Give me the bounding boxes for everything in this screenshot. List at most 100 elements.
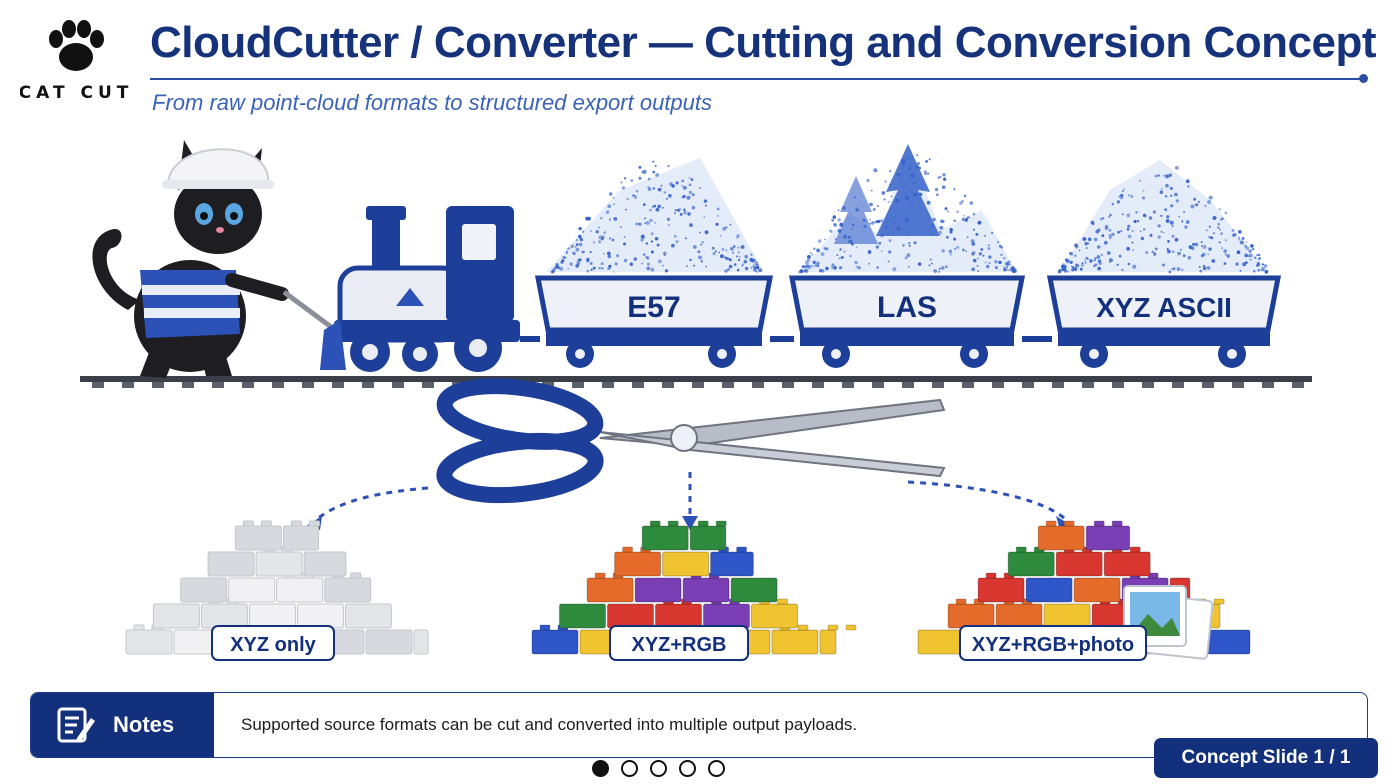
point-dot: [719, 234, 722, 237]
point-dot: [1082, 237, 1087, 241]
point-dot: [1162, 263, 1165, 267]
point-dot: [1186, 179, 1190, 183]
point-dot: [1250, 244, 1254, 248]
point-dot: [652, 160, 655, 163]
point-dot: [1217, 226, 1220, 229]
point-dot: [583, 250, 586, 253]
point-dot: [585, 216, 589, 221]
point-dot: [953, 247, 957, 250]
point-dot: [675, 240, 679, 244]
point-dot: [715, 222, 719, 226]
point-dot: [982, 254, 985, 257]
point-dot: [555, 266, 558, 269]
point-dot: [849, 255, 852, 257]
point-dot: [918, 224, 921, 227]
point-dot: [895, 198, 899, 203]
pagination-dots[interactable]: [592, 760, 725, 777]
point-dot: [962, 248, 965, 252]
rail-sleeper: [752, 382, 764, 388]
point-dot: [1235, 262, 1239, 266]
point-dot: [1202, 244, 1207, 249]
point-dot: [598, 240, 602, 244]
point-dot: [831, 218, 835, 222]
point-dot: [1132, 264, 1137, 269]
point-dot: [1121, 268, 1124, 272]
point-dot: [1194, 242, 1198, 245]
brick: [977, 577, 1025, 603]
point-dot: [737, 246, 740, 249]
point-dot: [1159, 190, 1164, 194]
brick: [1043, 603, 1091, 629]
point-dot: [1164, 208, 1168, 212]
pager-dot[interactable]: [650, 760, 667, 777]
point-dot: [1170, 204, 1174, 208]
point-dot: [1253, 270, 1256, 273]
rail-sleeper: [362, 382, 374, 388]
point-dot: [1005, 261, 1009, 266]
point-dot: [843, 234, 847, 239]
brick-stud: [1015, 546, 1027, 553]
point-dot: [1225, 239, 1227, 242]
point-dot: [1006, 266, 1009, 269]
point-dot: [731, 251, 735, 254]
point-dot: [991, 231, 994, 235]
point-dot: [1262, 263, 1265, 266]
point-dot: [567, 268, 570, 270]
rail-sleeper: [332, 382, 344, 388]
point-dot: [1165, 183, 1169, 188]
point-dot: [887, 260, 890, 263]
point-dot: [929, 258, 932, 261]
point-dot: [980, 248, 984, 251]
point-dot: [608, 264, 612, 268]
point-dot: [984, 261, 987, 264]
point-dot: [1218, 241, 1221, 244]
point-dot: [609, 192, 613, 196]
rail-sleeper: [572, 382, 584, 388]
point-dot: [1212, 232, 1215, 235]
point-dot: [888, 250, 892, 254]
point-dot: [613, 203, 615, 206]
point-dot: [1184, 225, 1188, 229]
brick: [995, 603, 1043, 629]
point-dot: [1127, 234, 1132, 239]
pager-dot[interactable]: [679, 760, 696, 777]
brick: [710, 551, 754, 577]
notes-icon: [57, 707, 95, 743]
point-dot: [736, 236, 738, 239]
pager-dot[interactable]: [708, 760, 725, 777]
pager-dot[interactable]: [592, 760, 609, 777]
point-dot: [652, 187, 656, 190]
point-dot: [655, 173, 659, 177]
brick: [559, 603, 606, 629]
point-dot: [970, 239, 975, 243]
point-dot: [581, 250, 585, 254]
point-dot: [607, 254, 612, 259]
point-dot: [589, 251, 592, 254]
point-dot: [1142, 213, 1147, 218]
point-dot: [941, 185, 946, 189]
brick: [531, 629, 579, 655]
point-dot: [1190, 204, 1195, 209]
point-dot: [1257, 257, 1261, 261]
rail-sleeper: [962, 382, 974, 388]
point-dot: [644, 217, 646, 220]
point-dot: [1220, 218, 1222, 221]
point-dot: [686, 195, 691, 200]
point-dot: [626, 197, 629, 201]
pager-dot[interactable]: [621, 760, 638, 777]
point-dot: [559, 266, 564, 271]
point-dot: [1200, 245, 1203, 247]
point-dot: [1221, 247, 1223, 249]
point-dot: [623, 258, 628, 263]
cat-cut-logo: CAT CUT: [20, 20, 128, 103]
point-dot: [1100, 253, 1104, 257]
point-dot: [1131, 230, 1134, 232]
point-dot: [998, 260, 1002, 265]
point-dot: [603, 232, 605, 235]
point-dot: [854, 196, 856, 199]
point-dot: [1111, 202, 1115, 206]
notes-bar: Notes Supported source formats can be cu…: [30, 692, 1368, 758]
point-dot: [916, 161, 921, 166]
point-dot: [1176, 267, 1181, 271]
point-dot: [703, 216, 705, 218]
